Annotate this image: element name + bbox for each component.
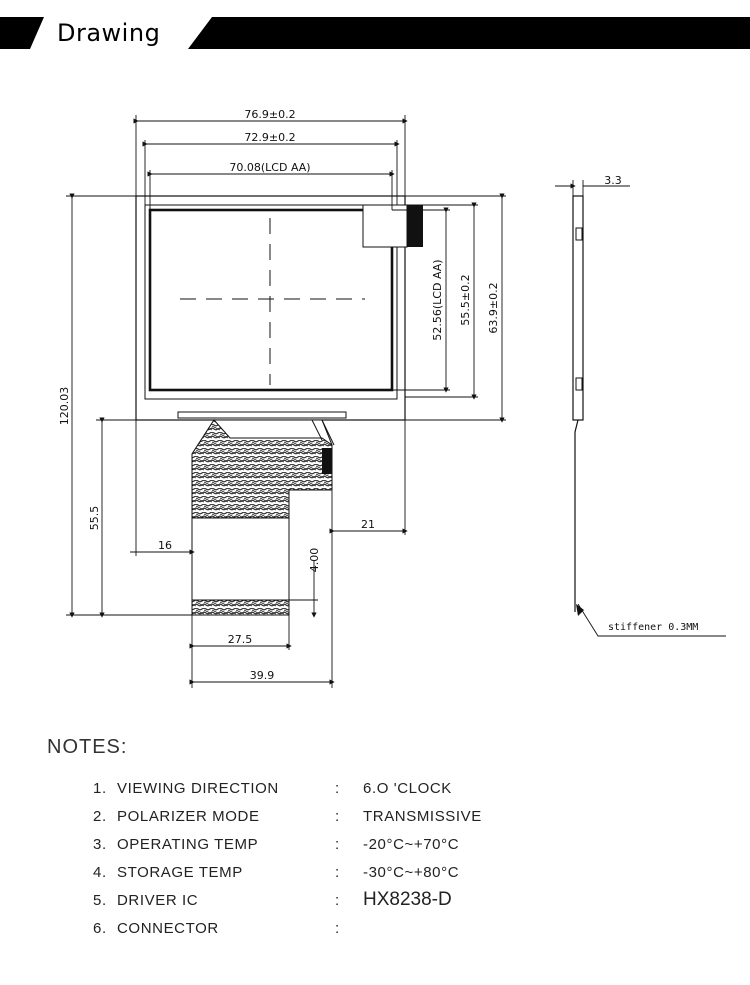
- top-connector-black: [407, 205, 423, 247]
- top-connector-block: [362, 204, 408, 248]
- note-row-3: 3. OPERATING TEMP : -20°C~+70°C: [93, 836, 693, 864]
- dim-outline-width: 76.9±0.2: [244, 108, 295, 121]
- notes-list: 1. VIEWING DIRECTION : 6.O 'CLOCK 2. POL…: [93, 780, 693, 948]
- dim-total-height: 120.03: [58, 387, 71, 426]
- dim-thickness: 3.3: [604, 174, 622, 187]
- note-row-6: 6. CONNECTOR :: [93, 920, 693, 948]
- dim-active-width: 70.08(LCD AA): [229, 161, 310, 174]
- note-row-1: 1. VIEWING DIRECTION : 6.O 'CLOCK: [93, 780, 693, 808]
- note-row-2: 2. POLARIZER MODE : TRANSMISSIVE: [93, 808, 693, 836]
- note-value: -20°C~+70°C: [363, 836, 460, 853]
- note-label: VIEWING DIRECTION: [117, 780, 279, 797]
- note-num: 2.: [93, 808, 107, 825]
- note-label: CONNECTOR: [117, 920, 219, 937]
- note-colon: :: [335, 892, 340, 909]
- dim-view-width: 72.9±0.2: [244, 131, 295, 144]
- note-label: STORAGE TEMP: [117, 864, 243, 881]
- side-view-tab-bottom: [575, 377, 583, 391]
- fpc-black-component: [322, 448, 332, 474]
- note-num: 6.: [93, 920, 107, 937]
- note-value: TRANSMISSIVE: [363, 808, 482, 825]
- bottom-bar: [177, 411, 347, 419]
- notes-title: NOTES:: [47, 736, 128, 758]
- note-colon: :: [335, 780, 340, 797]
- header-tab: [30, 17, 212, 49]
- note-num: 1.: [93, 780, 107, 797]
- note-row-5: 5. DRIVER IC : HX8238-D: [93, 889, 693, 920]
- note-colon: :: [335, 864, 340, 881]
- note-value: HX8238-D: [363, 889, 452, 910]
- note-num: 5.: [93, 892, 107, 909]
- note-num: 3.: [93, 836, 107, 853]
- note-row-4: 4. STORAGE TEMP : -30°C~+80°C: [93, 864, 693, 892]
- note-colon: :: [335, 808, 340, 825]
- header-title: Drawing: [57, 19, 161, 47]
- note-label: OPERATING TEMP: [117, 836, 259, 853]
- dim-outline-height: 63.9±0.2: [487, 282, 500, 333]
- side-view-tab-top: [575, 227, 583, 241]
- note-value: -30°C~+80°C: [363, 864, 460, 881]
- dim-fpc-width: 39.9: [250, 669, 275, 682]
- note-num: 4.: [93, 864, 107, 881]
- stiffener-note: stiffener 0.3MM: [608, 622, 698, 633]
- fpc-contact-pattern: [191, 599, 290, 616]
- dim-fpc-tail-width: 27.5: [228, 633, 253, 646]
- note-label: DRIVER IC: [117, 892, 199, 909]
- dim-fpc-length: 55.5: [88, 506, 101, 531]
- dim-active-height: 52.56(LCD AA): [431, 259, 444, 340]
- note-label: POLARIZER MODE: [117, 808, 260, 825]
- dim-fpc-tail-height: 4.00: [308, 548, 321, 573]
- side-view-fpc: [574, 419, 579, 612]
- note-colon: :: [335, 836, 340, 853]
- note-colon: :: [335, 920, 340, 937]
- view-area: [144, 204, 398, 400]
- fpc-stiffener-pattern: [191, 419, 333, 519]
- note-value: 6.O 'CLOCK: [363, 780, 452, 797]
- dim-fpc-right-offset: 21: [361, 518, 375, 531]
- active-area: [148, 208, 394, 392]
- dim-view-height: 55.5±0.2: [459, 274, 472, 325]
- dim-fpc-left-offset: 16: [158, 539, 172, 552]
